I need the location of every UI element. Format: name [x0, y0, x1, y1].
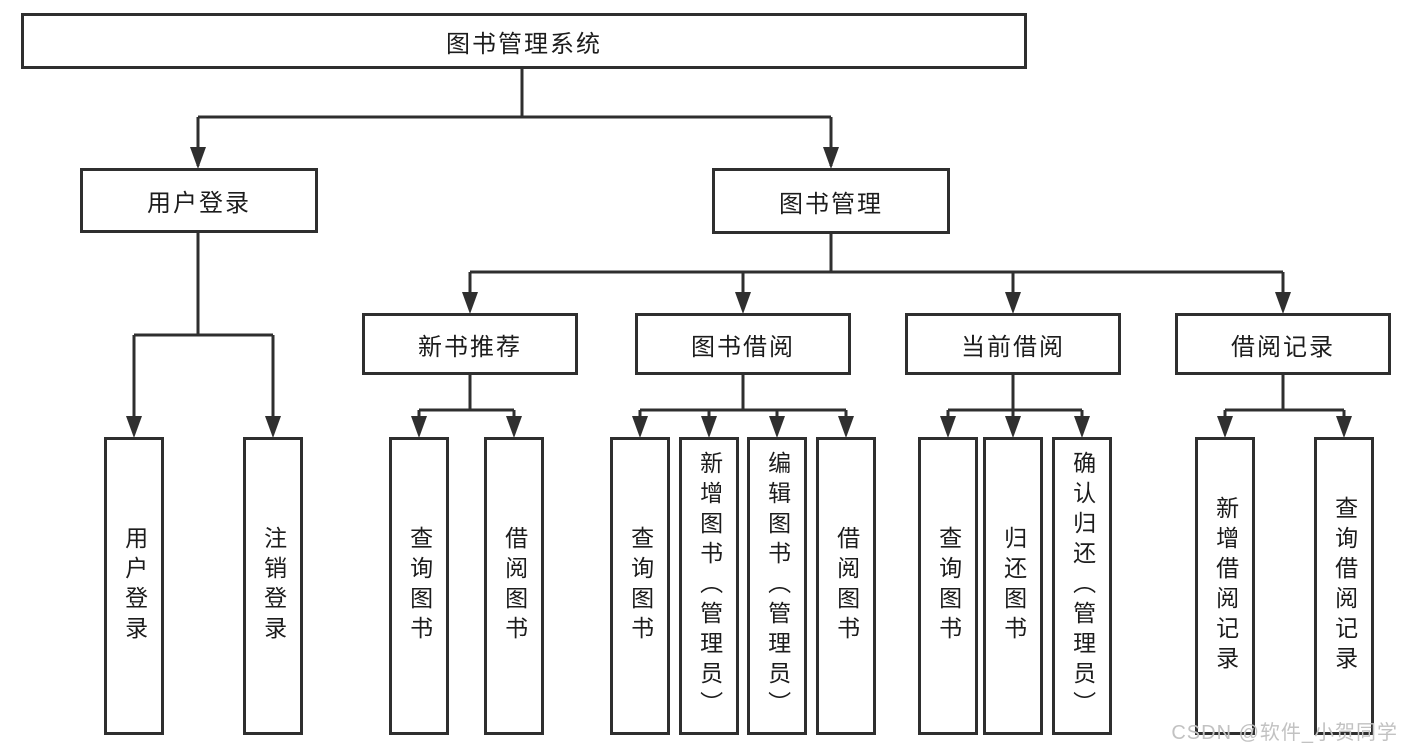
leaf-label: 借阅图书 — [833, 526, 860, 646]
node-borrowing-records: 借阅记录 — [1175, 313, 1391, 375]
leaf-return-books: 归还图书 — [983, 437, 1043, 735]
arrowheads — [126, 147, 1352, 438]
leaf-label: 新增图书（管理员） — [696, 451, 723, 721]
leaf-confirm-return-admin: 确认归还（管理员） — [1052, 437, 1112, 735]
node-book-management: 图书管理 — [712, 168, 950, 234]
leaf-user-login: 用户登录 — [104, 437, 164, 735]
leaf-query-books-recommend: 查询图书 — [389, 437, 449, 735]
leaf-borrow-books: 借阅图书 — [816, 437, 876, 735]
leaf-query-books-borrow: 查询图书 — [610, 437, 670, 735]
leaf-label: 编辑图书（管理员） — [764, 451, 791, 721]
leaf-add-borrow-record: 新增借阅记录 — [1195, 437, 1255, 735]
node-user-login: 用户登录 — [80, 168, 318, 233]
leaf-label: 查询图书 — [627, 526, 654, 646]
leaf-label: 借阅图书 — [501, 526, 528, 646]
node-book-borrowing: 图书借阅 — [635, 313, 851, 375]
leaf-label: 注销登录 — [260, 526, 287, 646]
leaf-label: 查询图书 — [935, 526, 962, 646]
leaf-label: 查询图书 — [406, 526, 433, 646]
leaf-borrow-books-recommend: 借阅图书 — [484, 437, 544, 735]
leaf-label: 新增借阅记录 — [1212, 496, 1239, 676]
node-library-system: 图书管理系统 — [21, 13, 1027, 69]
leaf-query-borrow-record: 查询借阅记录 — [1314, 437, 1374, 735]
csdn-watermark: CSDN @软件_小贺同学 — [1171, 722, 1398, 744]
leaf-edit-books-admin: 编辑图书（管理员） — [747, 437, 807, 735]
node-new-book-recommendation: 新书推荐 — [362, 313, 578, 375]
node-current-borrowing: 当前借阅 — [905, 313, 1121, 375]
leaf-label: 查询借阅记录 — [1331, 496, 1358, 676]
leaf-query-books-current: 查询图书 — [918, 437, 978, 735]
leaf-label: 确认归还（管理员） — [1069, 451, 1096, 721]
leaf-logout: 注销登录 — [243, 437, 303, 735]
leaf-label: 用户登录 — [121, 526, 148, 646]
leaf-add-books-admin: 新增图书（管理员） — [679, 437, 739, 735]
leaf-label: 归还图书 — [1000, 526, 1027, 646]
